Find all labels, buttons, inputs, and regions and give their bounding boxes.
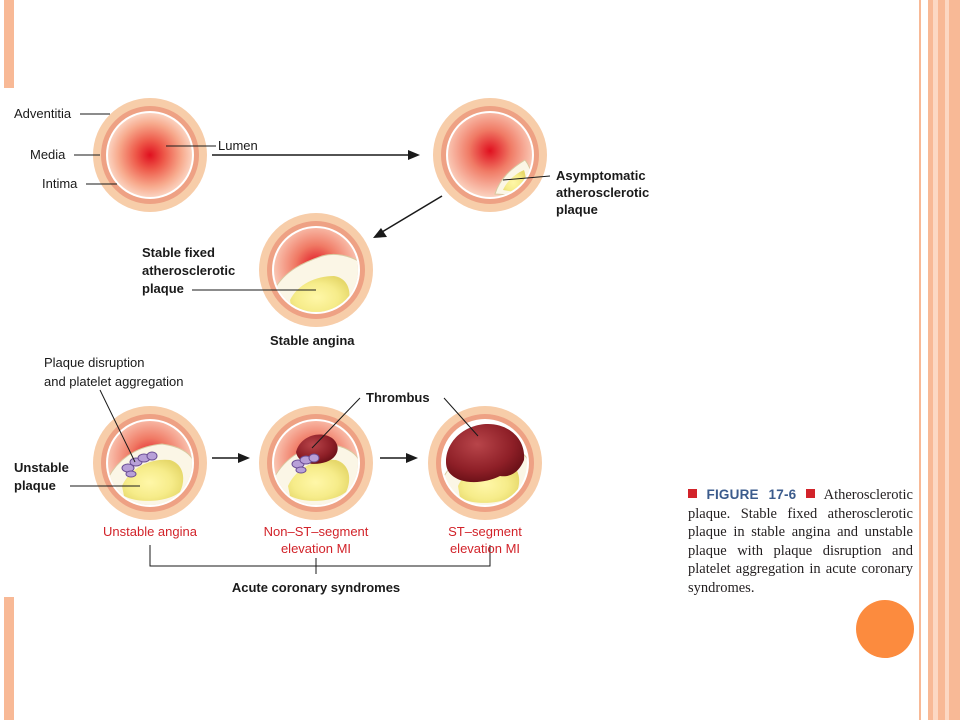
label-unstable-plaque-line2: plaque: [14, 478, 56, 493]
label-plaque-disruption-line2: and platelet aggregation: [44, 374, 184, 389]
caption-bullet-square: [688, 489, 697, 498]
label-stable-fixed-line2: atherosclerotic: [142, 263, 236, 278]
label-adventitia: Adventitia: [14, 106, 72, 121]
label-plaque-disruption-line1: Plaque disruption: [44, 355, 145, 370]
left-frame-bar-lower: [4, 597, 14, 720]
label-thrombus: Thrombus: [366, 390, 430, 405]
label-nstemi-line1: Non–ST–segment: [263, 524, 369, 539]
left-frame-bar: [4, 0, 14, 88]
label-lumen: Lumen: [218, 138, 258, 153]
artery-asymptomatic: [433, 98, 547, 212]
label-stemi-line2: elevation MI: [449, 541, 521, 556]
label-unstable-plaque-line1: Unstable: [14, 460, 69, 475]
label-stemi-line1: ST–segment: [448, 524, 522, 539]
label-asymptomatic-line3: plaque: [556, 202, 598, 217]
label-stable-fixed-line3: plaque: [142, 281, 184, 296]
caption-text: Atherosclerotic plaque. Stable fixed ath…: [688, 487, 913, 596]
artery-unstable: [93, 406, 207, 520]
caption-figure-label: FIGURE 17-6: [706, 487, 797, 502]
right-frame-stripe: [933, 0, 938, 720]
label-stable-fixed-line1: Stable fixed: [142, 245, 215, 260]
artery-nstemi: [259, 406, 373, 520]
arrows: [212, 150, 443, 463]
right-frame-stripe-2: [945, 0, 949, 720]
label-media: Media: [30, 147, 66, 162]
label-asymptomatic-line1: Asymptomatic: [556, 168, 646, 183]
label-acute-coronary-syndromes: Acute coronary syndromes: [231, 580, 401, 595]
acs-bracket: [149, 545, 491, 574]
accent-circle: [856, 600, 914, 658]
label-asymptomatic-line2: atherosclerotic: [556, 185, 650, 200]
artery-stable: [259, 213, 373, 327]
figure-caption: FIGURE 17-6 Atherosclerotic plaque. Stab…: [688, 486, 913, 597]
label-nstemi-line2: elevation MI: [280, 541, 352, 556]
right-frame-line: [919, 0, 921, 720]
label-unstable-angina: Unstable angina: [103, 524, 197, 539]
leader-lines: [70, 113, 551, 487]
label-intima: Intima: [42, 176, 78, 191]
artery-normal: [93, 98, 207, 212]
artery-stemi: [428, 406, 542, 520]
caption-bullet-square-2: [805, 489, 815, 498]
label-stable-angina: Stable angina: [270, 333, 355, 348]
